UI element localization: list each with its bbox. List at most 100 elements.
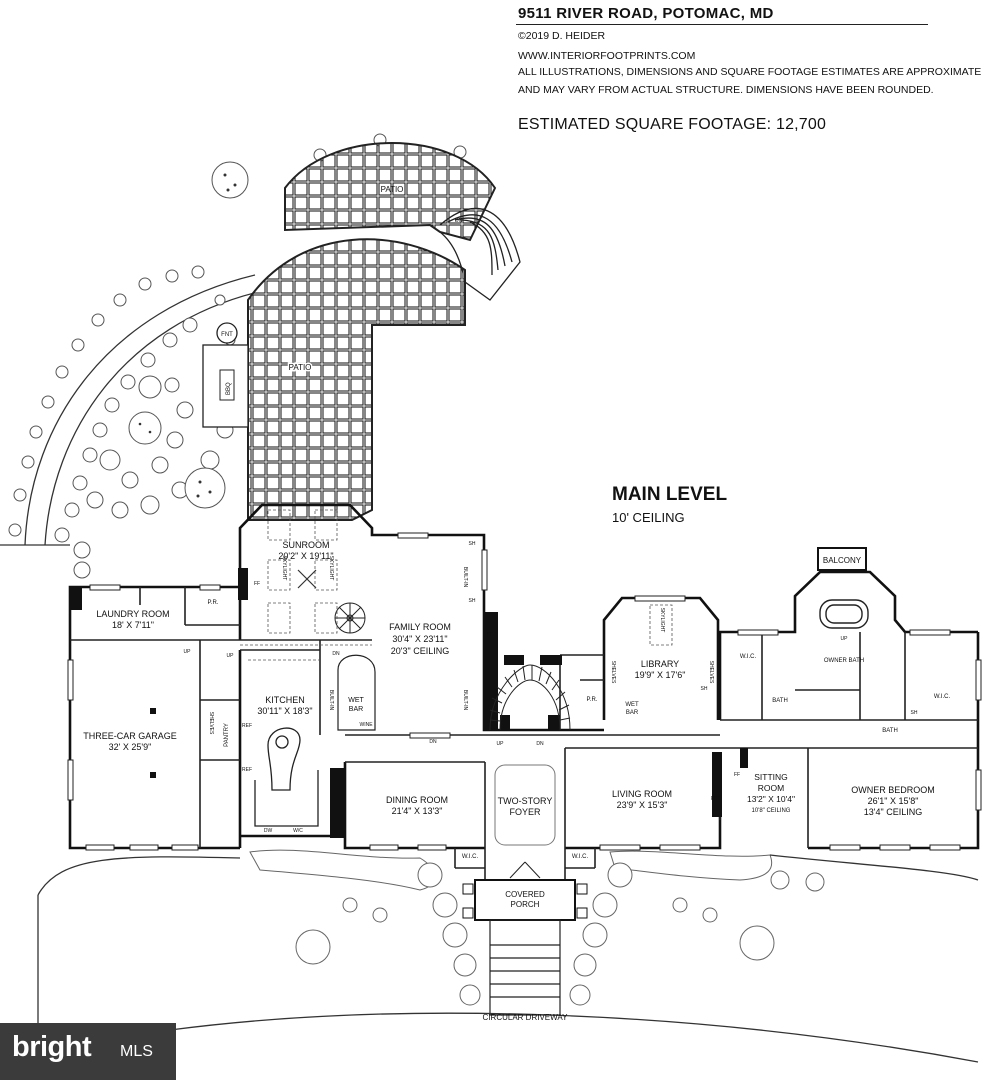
interior-walls	[70, 587, 978, 880]
skylight-label-1: SKYLIGHT	[281, 556, 287, 581]
header-rule	[516, 24, 928, 25]
patio-dn-label: DN	[455, 218, 463, 224]
room-labels: SUNROOM 20'2" X 19'11" LAUNDRY ROOM 18' …	[83, 540, 950, 860]
kitchen-dim: 30'11" X 18'3"	[257, 706, 312, 716]
garage-dim: 32' X 25'9"	[109, 742, 152, 752]
laundry-dim: 18' X 7'11"	[112, 620, 154, 630]
dn-label-family: DN	[332, 651, 340, 657]
bath-2-label: BATH	[882, 728, 898, 734]
covered-porch: COVERED PORCH	[462, 879, 588, 921]
wic-left-label: W.I.C.	[740, 654, 757, 660]
bright-mls-logo: bright MLS	[0, 1023, 176, 1080]
logo-suffix: MLS	[120, 1043, 153, 1060]
front-door	[509, 861, 541, 879]
patio-steps	[439, 207, 521, 301]
dn-label-foyer: DN	[536, 741, 544, 747]
wine-label: WINE	[359, 722, 373, 728]
dining-label: DINING ROOM	[386, 795, 448, 805]
ceiling-fan	[297, 569, 317, 589]
ff-sunroom: FF	[254, 581, 260, 587]
family-wet-bar-label: WET	[348, 697, 364, 704]
disclaimer-line-1: ALL ILLUSTRATIONS, DIMENSIONS AND SQUARE…	[518, 66, 982, 78]
living-dim: 23'9" X 15'3"	[617, 800, 668, 810]
sunroom-dim: 20'2" X 19'11"	[278, 551, 333, 561]
sunroom-label: SUNROOM	[283, 540, 330, 550]
family-room-dim: 30'4" X 23'11"	[392, 634, 447, 644]
level-name: MAIN LEVEL	[612, 484, 728, 505]
sh-label-1: SH	[469, 541, 476, 547]
bath-1-label: BATH	[772, 698, 788, 704]
ff-family: FF	[487, 632, 493, 638]
garden-path	[0, 274, 259, 546]
driveway-label: CIRCULAR DRIVEWAY	[483, 1013, 569, 1022]
sunroom-spiral-stair	[334, 602, 366, 634]
patio-upper-label: PATIO	[381, 185, 404, 194]
skylights	[240, 509, 673, 661]
disclaimer-line-2: AND MAY VARY FROM ACTUAL STRUCTURE. DIME…	[518, 84, 934, 96]
balcony: BALCONY	[817, 547, 867, 571]
tree-canopy-details	[138, 173, 237, 498]
built-in-label-2: BUILT-IN	[462, 690, 468, 711]
owner-bath-label: OWNER BATH	[824, 658, 864, 664]
built-in-label-3: BUILT-IN	[328, 690, 334, 711]
library-label: LIBRARY	[641, 659, 679, 669]
dining-dim: 21'4" X 13'3"	[392, 806, 443, 816]
foyer-staircase	[489, 664, 571, 731]
family-wet-bar	[337, 654, 376, 731]
library-dim: 19'9" X 17'6"	[635, 670, 686, 680]
garage-label: THREE-CAR GARAGE	[83, 731, 177, 741]
ref-label-2: REF	[242, 767, 252, 773]
wic-right-label: W.I.C.	[934, 694, 951, 700]
skylight-label-2: SKYLIGHT	[328, 556, 334, 581]
shelves-label-3: SHELVES	[208, 712, 214, 735]
kitchen-label: KITCHEN	[265, 695, 305, 705]
garage-markers	[150, 708, 156, 778]
sitting-label-2: ROOM	[758, 783, 784, 793]
ref-label-1: REF	[242, 723, 252, 729]
fixture-labels: UP UP DN DN UP DN UP FF FF FF FF REF REF…	[184, 541, 918, 834]
kitchen-island	[254, 727, 319, 827]
patio-fixtures: FNT BBQ DN	[202, 218, 463, 428]
foyer-rug	[494, 764, 556, 846]
library-wet-bar-label: WET	[625, 702, 639, 708]
shelves-label-1: SHELVES	[610, 661, 616, 684]
porch-label: COVERED	[505, 890, 545, 899]
sitting-ceiling: 10'8" CEILING	[752, 808, 791, 814]
owner-bedroom-ceiling: 13'4" CEILING	[864, 807, 922, 817]
sh-label-3: SH	[701, 686, 708, 692]
ff-living: FF	[711, 796, 717, 802]
foyer-wic-left: W.I.C.	[462, 854, 479, 860]
dw-label: DW	[264, 828, 273, 834]
bbq-label: BBQ	[226, 382, 232, 395]
family-room-ceiling: 20'3" CEILING	[391, 646, 449, 656]
upper-patio: PATIO	[284, 142, 497, 242]
level-ceiling: 10' CEILING	[612, 510, 685, 525]
owner-bath-tub	[819, 599, 869, 629]
library-pr-label: P.R.	[587, 697, 598, 703]
windows	[67, 532, 982, 851]
shelves-label-2: SHELVES	[708, 661, 714, 684]
wc-label: W/C	[293, 828, 303, 834]
laundry-pr-label: P.R.	[208, 600, 219, 606]
up-label-garage: UP	[184, 649, 192, 655]
family-wet-bar-label-2: BAR	[349, 706, 363, 713]
property-address: 9511 RIVER ROAD, POTOMAC, MD	[518, 5, 774, 22]
sitting-dim: 13'2" X 10'4"	[747, 794, 795, 804]
patio-lower-label: PATIO	[289, 363, 312, 372]
up-label-foyer: UP	[497, 741, 505, 747]
sh-label-4: SH	[911, 710, 918, 716]
website-line: WWW.INTERIORFOOTPRINTS.COM	[518, 50, 696, 62]
skylight-label-3: SKYLIGHT	[659, 608, 665, 633]
family-room-label: FAMILY ROOM	[389, 622, 451, 632]
copyright-line: ©2019 D. HEIDER	[518, 30, 606, 42]
sitting-label: SITTING	[754, 772, 788, 782]
lower-patio: PATIO	[247, 238, 466, 521]
front-shrubs	[249, 849, 825, 1006]
dn-label-hall: DN	[429, 739, 437, 745]
foyer-label-2: FOYER	[509, 807, 541, 817]
masonry-blocks	[70, 568, 748, 838]
up-label-bath: UP	[841, 636, 849, 642]
laundry-label: LAUNDRY ROOM	[96, 609, 169, 619]
